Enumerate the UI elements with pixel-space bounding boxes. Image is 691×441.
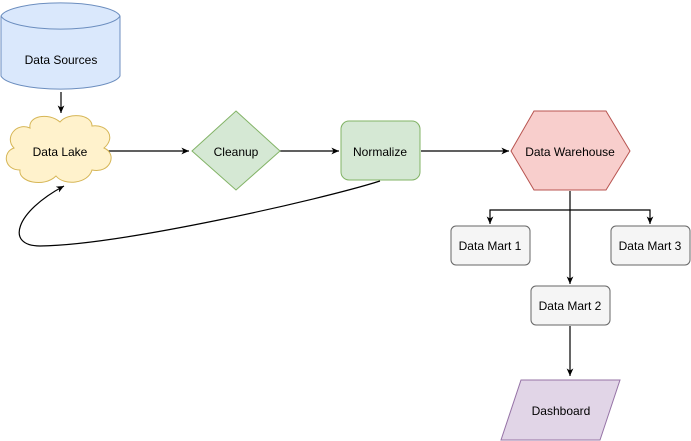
edge-warehouse-to-mart-3 [570, 209, 654, 224]
node-normalize[interactable]: Normalize [340, 120, 421, 181]
edge-normalize-feedback-to-lake [18, 180, 381, 247]
edges [18, 92, 654, 376]
node-label: Dashboard [532, 404, 591, 418]
node-data-mart-3[interactable]: Data Mart 3 [610, 225, 691, 266]
cylinder-rim [0, 15, 121, 30]
node-data-warehouse[interactable]: Data Warehouse [510, 110, 631, 191]
node-data-mart-1[interactable]: Data Mart 1 [450, 225, 531, 266]
node-label: Normalize [353, 145, 407, 159]
cylinder-shape [0, 2, 121, 90]
parallelogram-shape [500, 379, 621, 441]
node-data-sources[interactable]: Data Sources [0, 2, 121, 90]
rounded-rect-shape [340, 120, 421, 181]
node-data-lake[interactable]: Data Lake [5, 115, 112, 184]
node-cleanup[interactable]: Cleanup [191, 110, 281, 191]
node-label: Data Mart 2 [539, 299, 602, 313]
node-label: Data Sources [25, 53, 98, 67]
node-data-mart-2[interactable]: Data Mart 2 [530, 285, 611, 326]
node-label: Data Lake [33, 145, 88, 159]
hexagon-shape [510, 110, 631, 191]
node-label: Cleanup [214, 145, 259, 159]
rounded-rect-shape [530, 285, 611, 326]
node-dashboard[interactable]: Dashboard [500, 379, 621, 441]
edge-warehouse-to-mart-1 [486, 209, 570, 224]
diamond-shape [191, 110, 281, 191]
cloud-shape [5, 115, 112, 184]
node-label: Data Warehouse [525, 145, 615, 159]
rounded-rect-shape [450, 225, 531, 266]
node-label: Data Mart 3 [619, 239, 682, 253]
node-label: Data Mart 1 [459, 239, 522, 253]
rounded-rect-shape [610, 225, 691, 266]
